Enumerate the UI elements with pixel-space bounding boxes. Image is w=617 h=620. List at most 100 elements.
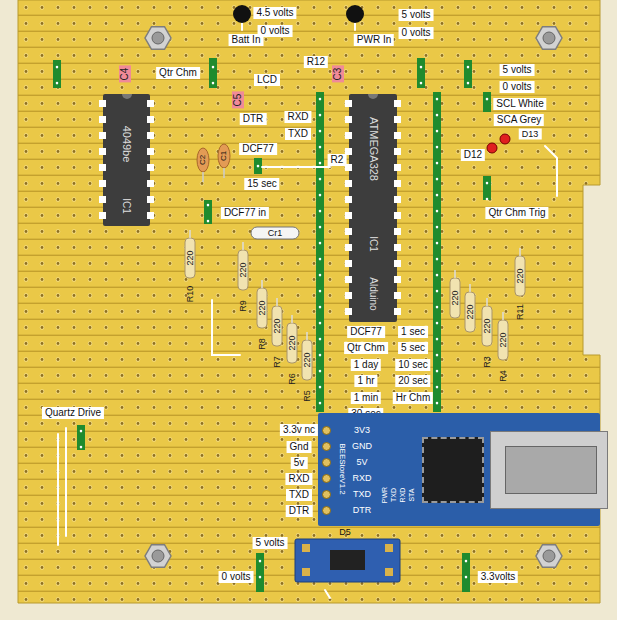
board-label: Qtr Chm: [344, 342, 388, 354]
resistor-label: R5: [303, 390, 312, 402]
chip-pin: [345, 180, 352, 187]
chip-pin: [99, 212, 106, 219]
chip-pin: [394, 276, 401, 283]
chip-pin: [99, 100, 106, 107]
chip-pin: [345, 148, 352, 155]
chip-pin: [394, 148, 401, 155]
chip-pin: [394, 212, 401, 219]
chip-text: IC1: [368, 236, 378, 252]
chip-pin: [394, 228, 401, 235]
board-label: C2: [199, 155, 207, 165]
chip-pin: [345, 100, 352, 107]
chip-pin: [394, 100, 401, 107]
board-label: 0 volts: [219, 571, 254, 583]
chip-notch: [122, 94, 132, 99]
chip-pin: [99, 164, 106, 171]
module-text: TXD: [353, 490, 371, 499]
resistor-label: 220: [258, 300, 267, 315]
board-label: SCA Grey: [494, 114, 544, 126]
chip-text: 4049be: [121, 126, 132, 163]
resistor-label: R6: [288, 373, 297, 385]
chip-pin: [99, 148, 106, 155]
board-label: R12: [304, 56, 328, 68]
capacitor-tag: C3: [332, 66, 344, 83]
chip-pin: [345, 212, 352, 219]
board-label: D13: [519, 129, 542, 140]
resistor-label: 220: [239, 262, 248, 277]
chip-pin: [394, 260, 401, 267]
board-label: 20 sec: [395, 375, 430, 387]
chip-pin: [345, 196, 352, 203]
resistor-label: R4: [499, 370, 508, 382]
chip-pin: [147, 132, 154, 139]
board-label: 5 sec: [398, 342, 428, 354]
board-label: Batt In: [229, 34, 264, 46]
resistor-label: 220: [483, 318, 492, 333]
chip-text: ATMEGA328: [368, 117, 379, 181]
resistor-label: R10: [186, 286, 195, 303]
board-label: SCL White: [493, 98, 546, 110]
board-label: DCF77: [239, 143, 277, 155]
board-label: D5: [339, 528, 351, 537]
board-label: 1 min: [351, 392, 381, 404]
board-label: 5 volts: [399, 9, 434, 21]
resistor-label: R3: [483, 356, 492, 368]
board-label: Qtr Chm: [156, 67, 200, 79]
board-label: RXD: [285, 473, 312, 485]
board-label: 4.5 volts: [253, 7, 296, 19]
board-label: 1 sec: [398, 326, 428, 338]
resistor-label: 220: [466, 304, 475, 319]
chip-pin: [345, 132, 352, 139]
ic-chip: ATMEGA328IC1Alduino: [349, 94, 397, 322]
resistor-label: 220: [516, 268, 525, 283]
module-text: 5V: [356, 458, 367, 467]
board-label: 0 volts: [399, 27, 434, 39]
chip-text: IC1: [121, 198, 131, 214]
board-label: Quartz Drive: [42, 407, 104, 419]
module-text: 3V3: [354, 426, 370, 435]
usb-module: BEEStoreV1.23V3GND5VRXDTXDDTRPWRTXDRXDST…: [318, 413, 600, 526]
resistor-label: 220: [186, 250, 195, 265]
board-label: 3.3volts: [478, 571, 518, 583]
module-pad: [322, 426, 331, 435]
chip-pin: [99, 116, 106, 123]
chip-pin: [147, 100, 154, 107]
capacitor-tag: C5: [232, 92, 244, 109]
chip-text: Alduino: [368, 277, 378, 310]
board-label: Cr1: [268, 229, 283, 238]
module-pad: [322, 490, 331, 499]
chip-pin: [345, 308, 352, 315]
chip-pin: [394, 308, 401, 315]
module-text: DTR: [353, 506, 372, 515]
resistor-label: 220: [303, 352, 312, 367]
module-pad: [322, 506, 331, 515]
board-label: DCF77: [347, 326, 385, 338]
module-text: BEEStoreV1.2: [338, 443, 346, 495]
resistor-label: R7: [273, 356, 282, 368]
board-label: 5 volts: [500, 64, 535, 76]
board-label: 3.3v nc: [280, 424, 318, 436]
module-text: PWR: [381, 487, 388, 503]
chip-pin: [345, 164, 352, 171]
chip-pin: [147, 116, 154, 123]
board-label: 15 sec: [244, 178, 279, 190]
chip-pin: [394, 244, 401, 251]
board-label: 1 day: [351, 359, 381, 371]
ic-chip: 4049beIC1: [103, 94, 150, 226]
board-label: TXD: [286, 489, 312, 501]
board-label: C1: [220, 151, 228, 161]
chip-pin: [345, 292, 352, 299]
board-label: RXD: [284, 111, 311, 123]
chip-pin: [345, 116, 352, 123]
module-chip: [422, 437, 484, 503]
chip-pin: [394, 196, 401, 203]
board-label: 5v: [291, 457, 308, 469]
chip-pin: [147, 164, 154, 171]
chip-pin: [99, 196, 106, 203]
resistor-label: 220: [499, 332, 508, 347]
chip-notch: [368, 94, 378, 99]
chip-pin: [394, 132, 401, 139]
chip-pin: [394, 116, 401, 123]
resistor-label: 220: [273, 318, 282, 333]
chip-pin: [147, 212, 154, 219]
